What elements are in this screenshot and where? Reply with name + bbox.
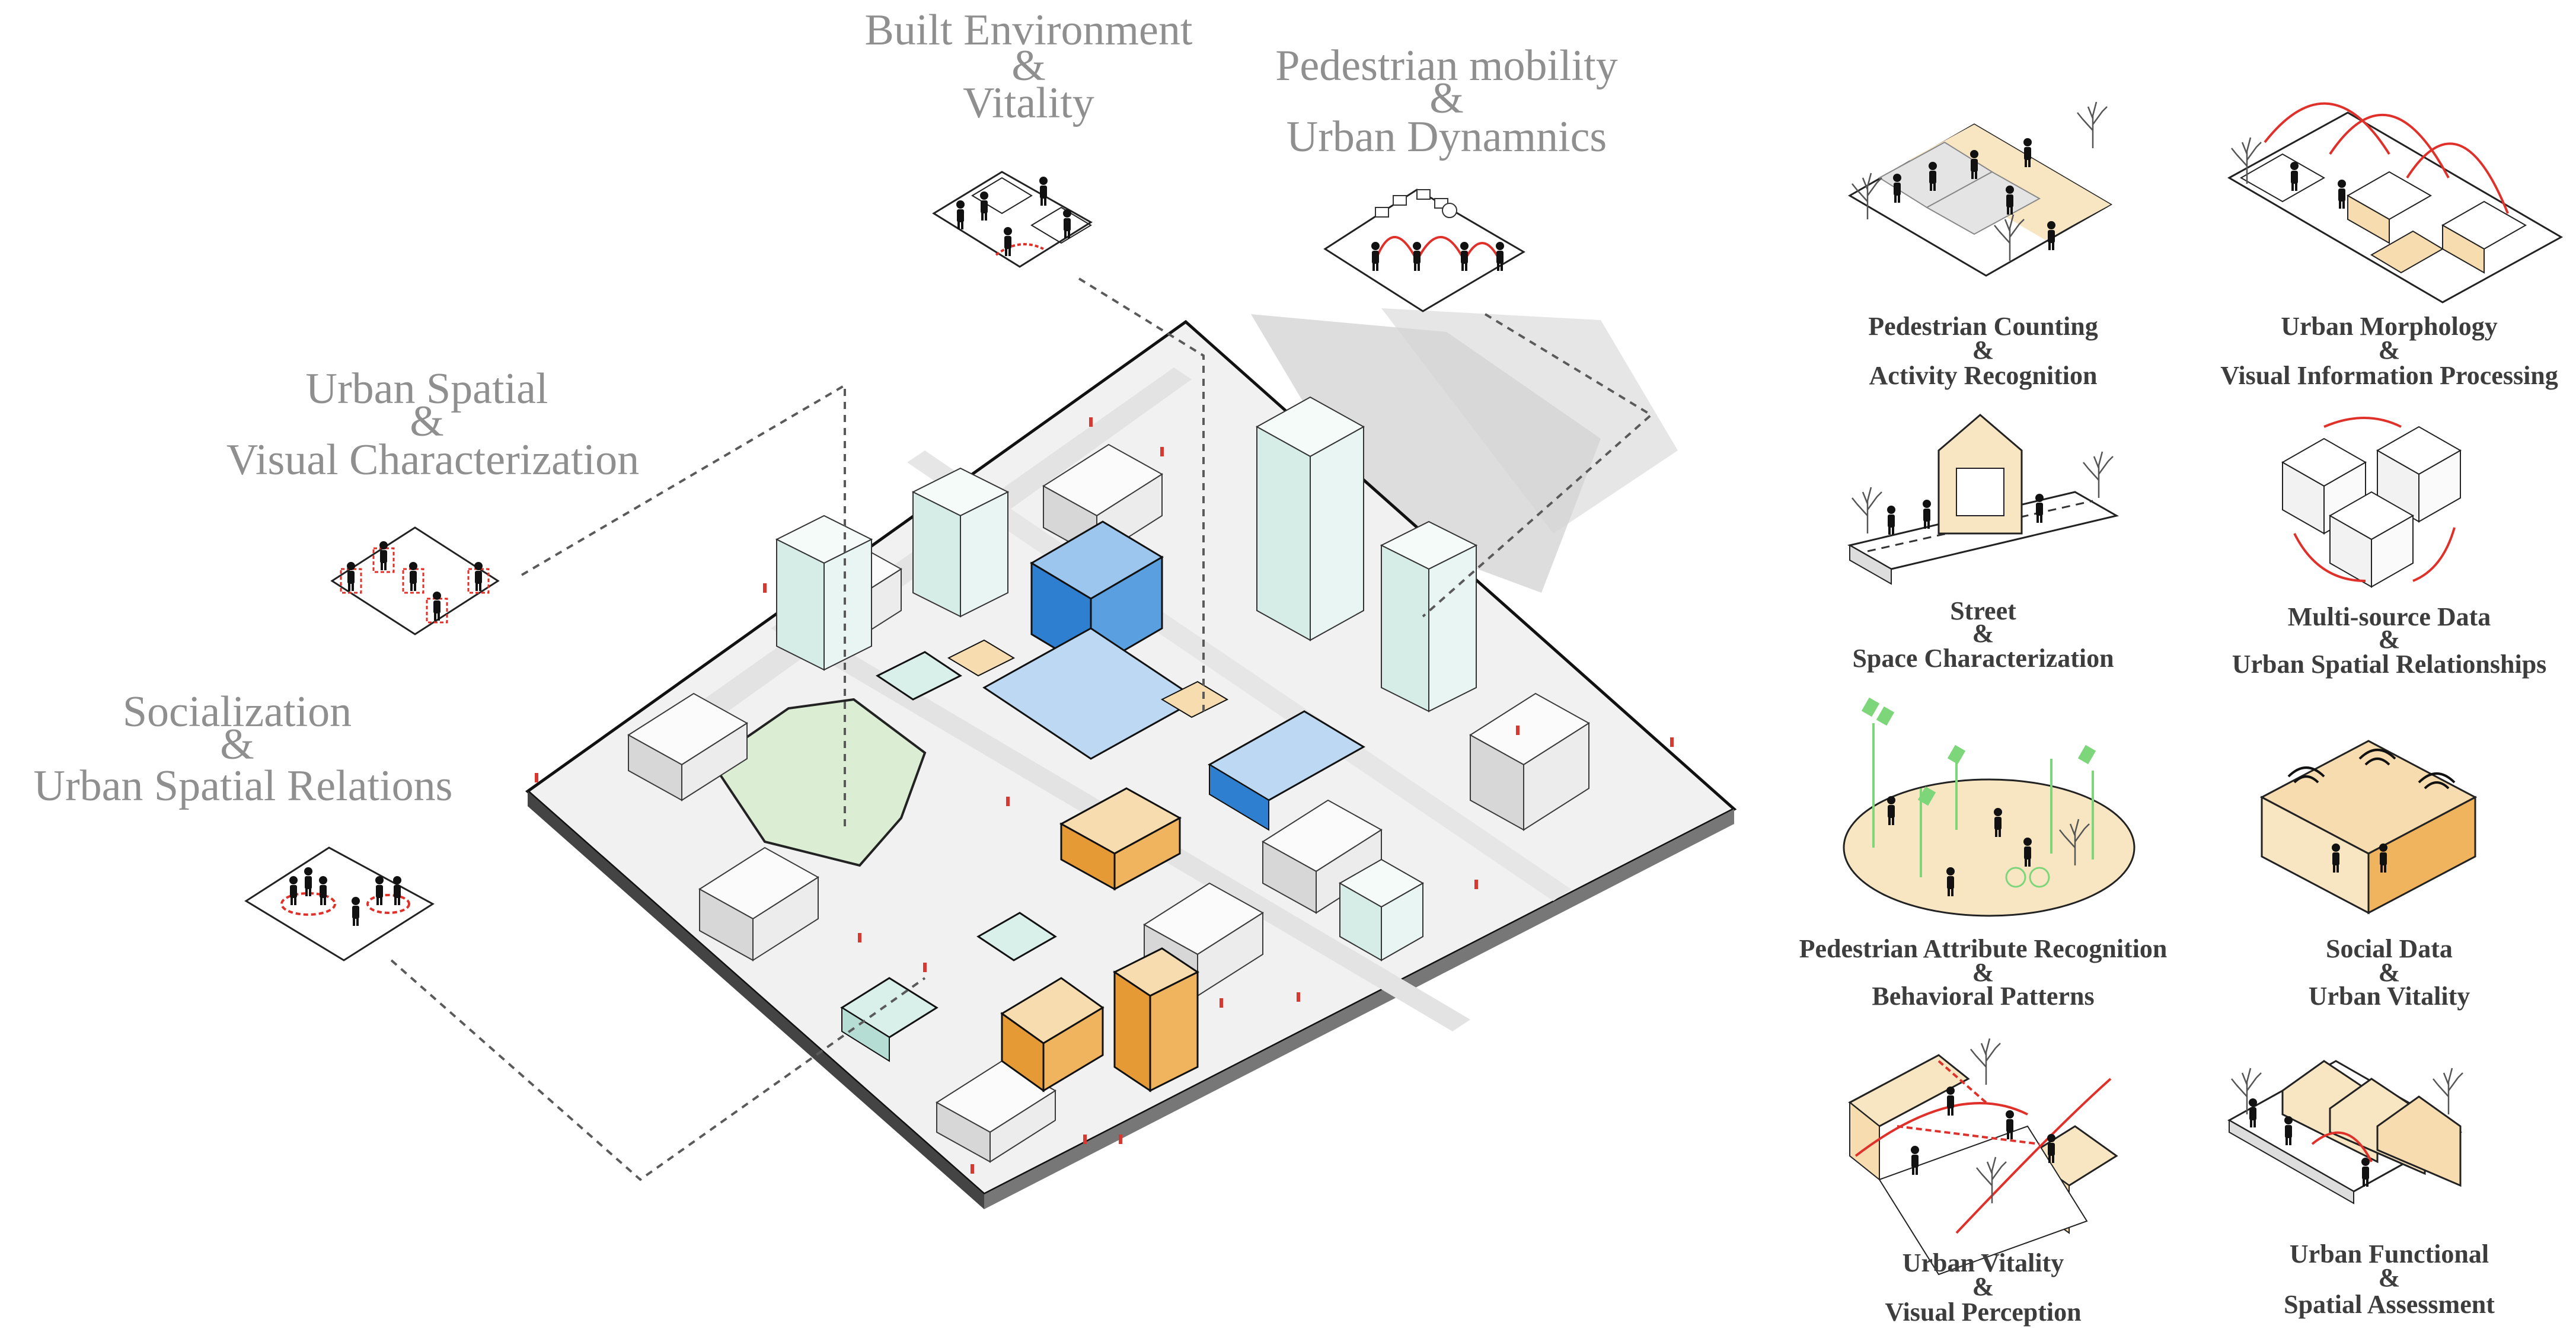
label-built-environment: Built Environment & Vitality (865, 6, 1193, 127)
panel-7-ampersand: & (1972, 1272, 1994, 1301)
social-cubes-icon (2281, 417, 2462, 588)
mini-diagram-pedestrian (1323, 188, 1525, 312)
label-pedestrian-ampersand: & (1429, 74, 1464, 123)
panel-8-line-2: Spatial Assessment (2284, 1290, 2495, 1319)
label-social-ampersand: & (220, 720, 254, 769)
label-built-ampersand: & (1011, 41, 1046, 90)
perception-street-icon (1848, 1037, 2118, 1276)
blue-highlight-cluster (982, 520, 1365, 831)
label-pedestrian-line-1: Pedestrian mobility (1275, 41, 1618, 90)
crosswalk-people-icon (1848, 101, 2112, 277)
leader-lines (390, 277, 1654, 1181)
label-pedestrian-mobility: Pedestrian mobility & Urban Dynamnics (1275, 41, 1618, 161)
city-block-axonometric (525, 308, 1737, 1209)
panel-2-ampersand: & (2379, 336, 2401, 365)
functional-block-icon (2227, 1060, 2464, 1204)
house-arcs-icon (2227, 102, 2564, 303)
panel-urban-functional: Urban Functional & Spatial Assessment (2227, 1060, 2495, 1319)
panel-8-line-1: Urban Functional (2290, 1239, 2489, 1268)
panel-8-ampersand: & (2379, 1263, 2401, 1292)
panel-6-ampersand: & (2379, 958, 2401, 987)
panel-3-line-1: Street (1950, 596, 2016, 625)
label-socialization: Socialization & Urban Spatial Relations (34, 688, 453, 810)
panel-1-line-2: Activity Recognition (1869, 361, 2098, 390)
street-section-icon (1847, 414, 2119, 585)
label-pedestrian-line-2: Urban Dynamnics (1287, 113, 1607, 161)
panel-7-line-2: Visual Perception (1885, 1298, 2081, 1327)
orange-highlight-cluster (947, 639, 1229, 1092)
panel-1-line-1: Pedestrian Counting (1868, 312, 2098, 341)
panel-7-line-1: Urban Vitality (1903, 1248, 2064, 1277)
panel-4-ampersand: & (2379, 625, 2401, 654)
panel-5-ampersand: & (1972, 958, 1994, 987)
label-spatial-ampersand: & (410, 397, 444, 446)
panel-6-line-1: Social Data (2326, 934, 2453, 963)
panel-6-line-2: Urban Vitality (2309, 982, 2470, 1011)
mini-diagram-built (932, 171, 1093, 268)
panel-urban-vitality: Urban Vitality & Visual Perception (1848, 1037, 2118, 1327)
mini-diagram-social (244, 846, 435, 961)
panel-5-line-1: Pedestrian Attribute Recognition (1799, 934, 2168, 963)
panel-pedestrian-counting: Pedestrian Counting & Activity Recogniti… (1848, 101, 2112, 390)
panel-urban-morphology: Urban Morphology & Visual Information Pr… (2220, 102, 2564, 390)
plaza-sensors-icon (1843, 697, 2136, 917)
label-built-line-1: Built Environment (865, 6, 1193, 55)
mint-low-blocks (840, 651, 1057, 1062)
panel-social-data: Social Data & Urban Vitality (2259, 740, 2478, 1011)
panel-4-line-1: Multi-source Data (2288, 602, 2491, 631)
panel-5-line-2: Behavioral Patterns (1872, 982, 2094, 1011)
panel-1-ampersand: & (1972, 336, 1994, 365)
tall-towers (775, 396, 1478, 961)
panel-3-ampersand: & (1972, 619, 1994, 648)
panel-4-line-2: Urban Spatial Relationships (2232, 650, 2547, 679)
panel-pedestrian-attribute: Pedestrian Attribute Recognition & Behav… (1799, 697, 2168, 1011)
label-urban-spatial: Urban Spatial & Visual Characterization (226, 365, 639, 484)
label-spatial-line-1: Urban Spatial (306, 365, 548, 413)
panel-multi-source-data: Multi-source Data & Urban Spatial Relati… (2232, 417, 2547, 679)
label-spatial-line-2: Visual Characterization (226, 436, 639, 484)
panel-street-space: Street & Space Characterization (1847, 414, 2119, 673)
panel-3-line-2: Space Characterization (1852, 644, 2114, 673)
wifi-room-icon (2259, 740, 2478, 915)
panel-2-line-2: Visual Information Processing (2220, 361, 2558, 390)
panel-2-line-1: Urban Morphology (2281, 312, 2497, 341)
label-social-line-2: Urban Spatial Relations (34, 762, 453, 810)
mini-diagram-spatial (330, 526, 500, 635)
label-built-line-2: Vitality (963, 79, 1094, 127)
label-social-line-1: Socialization (123, 688, 352, 736)
